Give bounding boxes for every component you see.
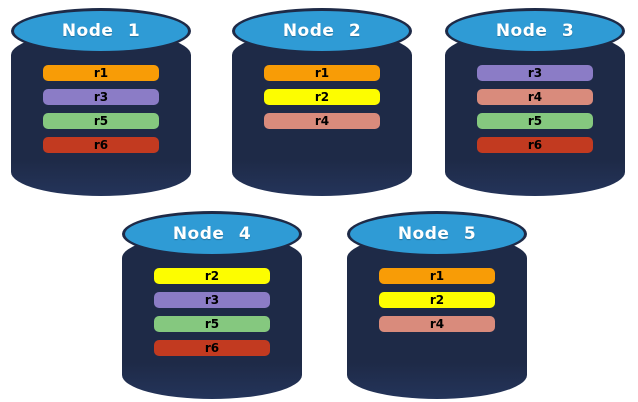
replica-bar-r4: r4 bbox=[379, 316, 495, 332]
cylinder-top: Node 5 bbox=[347, 211, 527, 257]
replica-list: r1 r2 r4 bbox=[347, 268, 527, 332]
replica-bar-r1: r1 bbox=[379, 268, 495, 284]
replica-bar-r5: r5 bbox=[43, 113, 159, 129]
replica-bar-r6: r6 bbox=[477, 137, 593, 153]
replica-list: r1 r3 r5 r6 bbox=[11, 65, 191, 153]
node-label: Node 2 bbox=[282, 21, 362, 41]
replica-bar-r3: r3 bbox=[43, 89, 159, 105]
replica-bar-r6: r6 bbox=[43, 137, 159, 153]
node-label: Node 3 bbox=[495, 21, 575, 41]
node-3-cylinder: Node 3 r3 r4 r5 r6 bbox=[445, 8, 625, 196]
replica-bar-r6: r6 bbox=[154, 340, 270, 356]
replica-bar-r2: r2 bbox=[154, 268, 270, 284]
replica-bar-r3: r3 bbox=[477, 65, 593, 81]
replica-bar-r4: r4 bbox=[477, 89, 593, 105]
node-2-cylinder: Node 2 r1 r2 r4 bbox=[232, 8, 412, 196]
replica-bar-r1: r1 bbox=[43, 65, 159, 81]
replica-bar-r3: r3 bbox=[154, 292, 270, 308]
replica-bar-r4: r4 bbox=[264, 113, 380, 129]
replica-list: r1 r2 r4 bbox=[232, 65, 412, 129]
node-4-cylinder: Node 4 r2 r3 r5 r6 bbox=[122, 211, 302, 399]
cylinder-top: Node 2 bbox=[232, 8, 412, 54]
replica-list: r3 r4 r5 r6 bbox=[445, 65, 625, 153]
replica-bar-r2: r2 bbox=[379, 292, 495, 308]
replica-bar-r5: r5 bbox=[477, 113, 593, 129]
replica-list: r2 r3 r5 r6 bbox=[122, 268, 302, 356]
node-label: Node 5 bbox=[397, 224, 477, 244]
cylinder-top: Node 4 bbox=[122, 211, 302, 257]
node-label: Node 4 bbox=[172, 224, 252, 244]
replica-bar-r2: r2 bbox=[264, 89, 380, 105]
replica-bar-r5: r5 bbox=[154, 316, 270, 332]
node-5-cylinder: Node 5 r1 r2 r4 bbox=[347, 211, 527, 399]
cylinder-top: Node 3 bbox=[445, 8, 625, 54]
node-label: Node 1 bbox=[61, 21, 141, 41]
node-1-cylinder: Node 1 r1 r3 r5 r6 bbox=[11, 8, 191, 196]
cylinder-top: Node 1 bbox=[11, 8, 191, 54]
replica-bar-r1: r1 bbox=[264, 65, 380, 81]
